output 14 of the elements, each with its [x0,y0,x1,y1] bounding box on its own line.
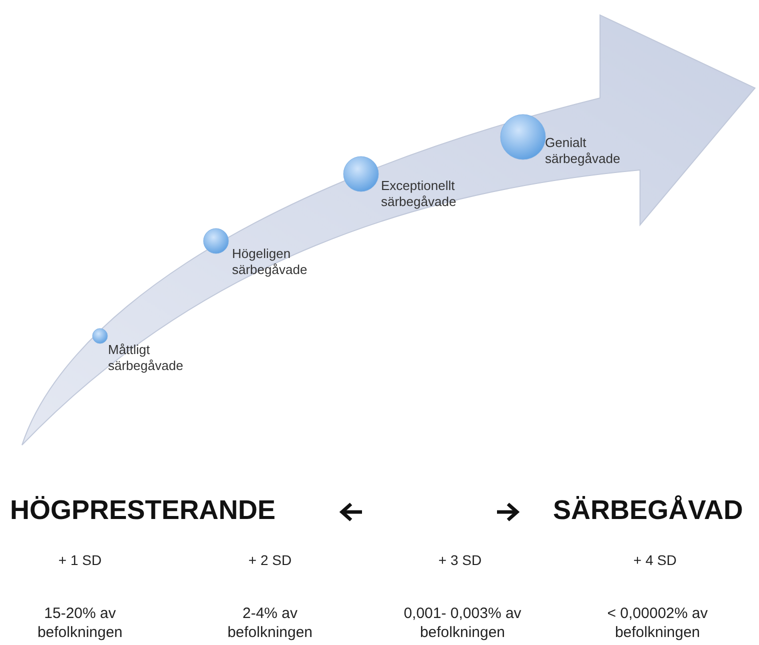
level-label: Exceptionellt särbegåvade [381,178,458,210]
level-label: Måttligt särbegåvade [108,342,184,374]
level-label: Högeligen särbegåvade [232,246,308,278]
heading: SÄRBEGÅVAD [553,495,744,526]
sd-label: + 4 SD [632,552,678,568]
population-share: < 0,00002% av befolkningen [606,604,709,642]
population-share: 15-20% av befolkningen [36,604,124,642]
sd-label: + 1 SD [57,552,103,568]
population-share: 2-4% av befolkningen [226,604,314,642]
population-share: 0,001- 0,003% av befolkningen [402,604,522,642]
heading: HÖGPRESTERANDE [10,495,276,526]
sd-label: + 2 SD [247,552,293,568]
sd-label: + 3 SD [437,552,483,568]
level-label: Genialt särbegåvade [545,135,622,167]
